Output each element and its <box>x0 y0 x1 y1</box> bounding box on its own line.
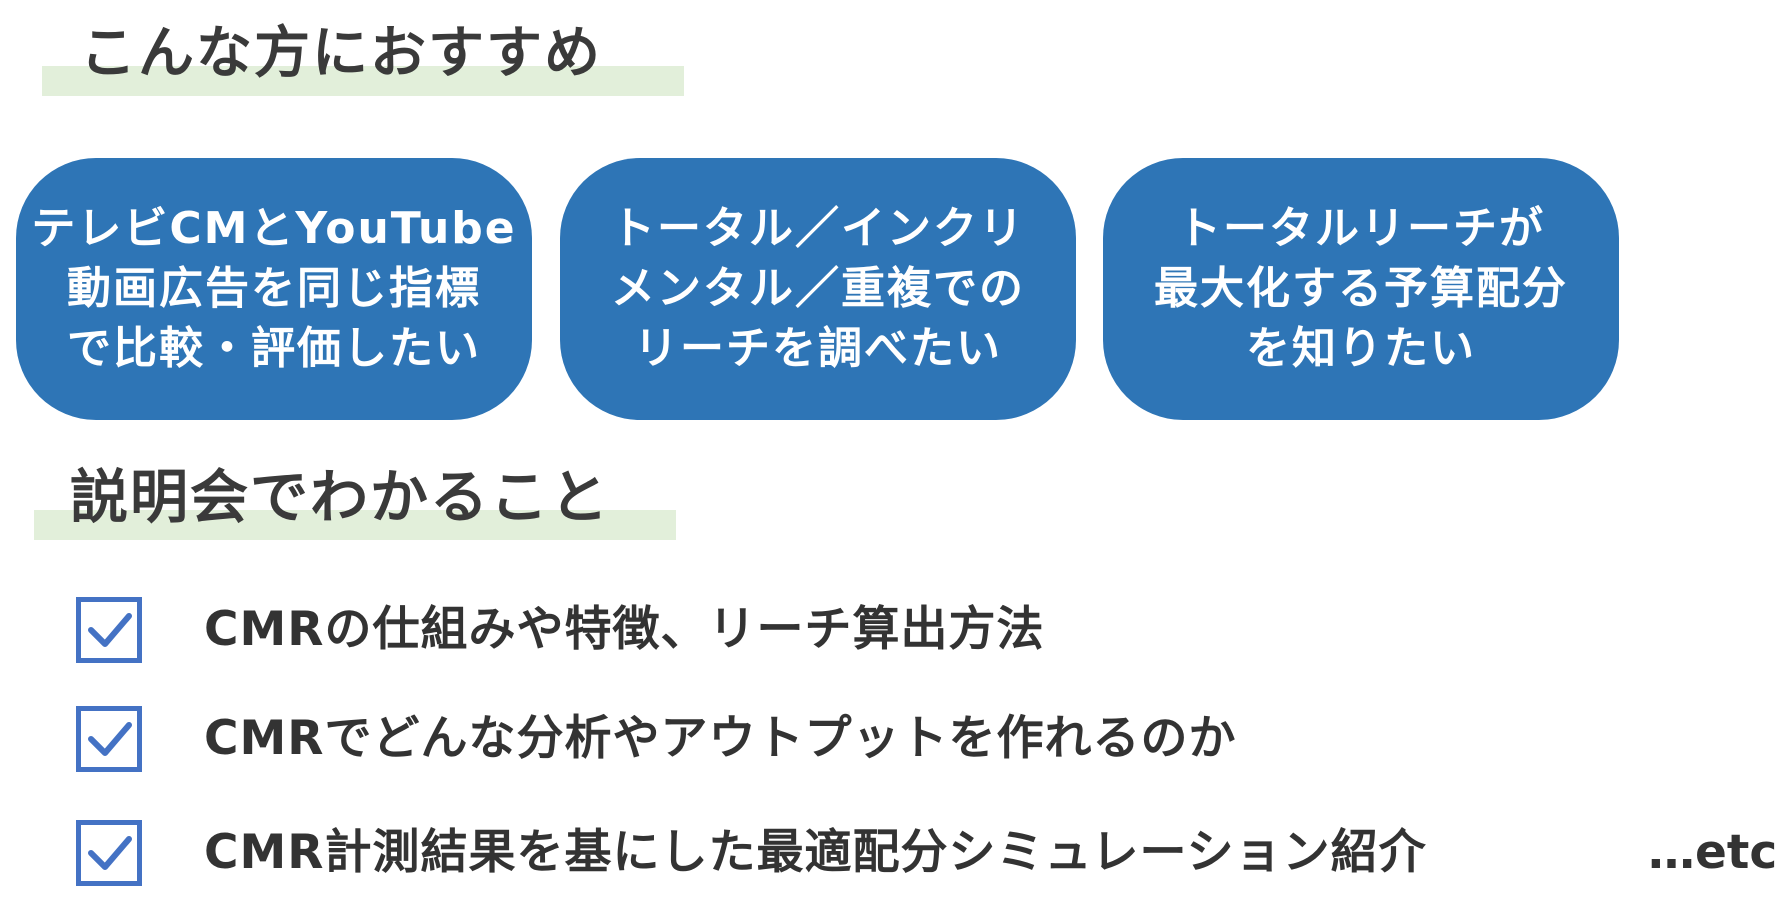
checkbox-checked-icon <box>76 820 142 886</box>
checkbox-checked-icon <box>76 597 142 663</box>
recommend-card-3: トータルリーチが 最大化する予算配分 を知りたい <box>1103 158 1619 420</box>
learn-list-item: CMR計測結果を基にした最適配分シミュレーション紹介 <box>76 820 1776 896</box>
card-line: テレビCMとYouTube <box>31 203 517 254</box>
learn-item-text: CMRでどんな分析やアウトプットを作れるのか <box>204 711 1237 766</box>
learn-heading: 説明会でわかること <box>34 460 676 540</box>
heading-highlight <box>42 66 684 96</box>
card-line: 動画広告を同じ指標 <box>67 263 481 314</box>
card-line: で比較・評価したい <box>67 323 481 374</box>
card-line: トータルリーチが <box>1177 203 1545 254</box>
card-line: リーチを調べたい <box>634 323 1002 374</box>
recommend-heading-text: こんな方におすすめ <box>80 21 602 86</box>
recommend-card-2: トータル／インクリ メンタル／重複での リーチを調べたい <box>560 158 1076 420</box>
recommend-heading: こんな方におすすめ <box>42 16 684 96</box>
learn-heading-text: 説明会でわかること <box>70 463 611 531</box>
heading-highlight <box>34 510 676 540</box>
etc-label: …etc <box>1648 825 1778 880</box>
card-line: トータル／インクリ <box>611 203 1025 254</box>
learn-item-text: CMR計測結果を基にした最適配分シミュレーション紹介 <box>204 825 1427 880</box>
checkbox-checked-icon <box>76 706 142 772</box>
recommend-card-1: テレビCMとYouTube 動画広告を同じ指標 で比較・評価したい <box>16 158 532 420</box>
learn-list-item: CMRの仕組みや特徴、リーチ算出方法 <box>76 597 1776 673</box>
card-line: 最大化する予算配分 <box>1154 263 1568 314</box>
learn-item-text: CMRの仕組みや特徴、リーチ算出方法 <box>204 602 1045 657</box>
card-line: を知りたい <box>1246 323 1476 374</box>
card-line: メンタル／重複での <box>611 263 1025 314</box>
learn-list-item: CMRでどんな分析やアウトプットを作れるのか <box>76 706 1776 782</box>
